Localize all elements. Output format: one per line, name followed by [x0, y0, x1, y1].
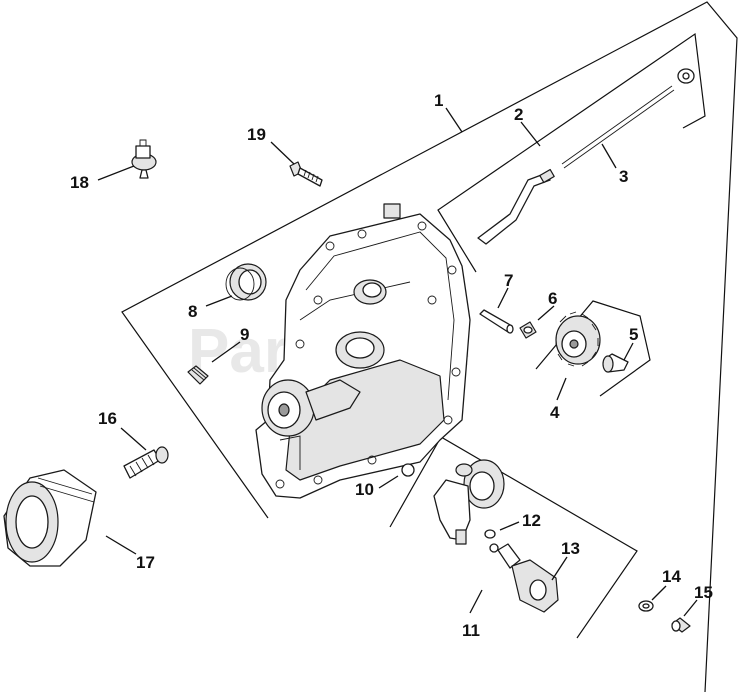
callout-5: 5: [629, 325, 638, 344]
drain-plug: [671, 617, 691, 633]
callout-7: 7: [504, 271, 513, 290]
o-ring-12: [484, 529, 499, 553]
plug-9: [187, 365, 209, 385]
callout-4: 4: [550, 403, 560, 422]
crankcase-cover: [255, 203, 471, 499]
callout-17: 17: [136, 553, 155, 572]
callout-13: 13: [561, 539, 580, 558]
filter-nipple: [123, 446, 169, 479]
oil-pump-group-bracket: [389, 436, 638, 639]
dipstick-tube: [477, 168, 555, 245]
callout-9: 9: [240, 325, 249, 344]
callout-11: 11: [462, 621, 480, 640]
callout-14: 14: [662, 567, 681, 586]
callout-10: 10: [355, 480, 374, 499]
washer-6: [519, 321, 537, 339]
pin-7: [479, 309, 514, 334]
oil-pump: [433, 459, 505, 545]
callout-12: 12: [522, 511, 541, 530]
washer-14: [638, 600, 654, 612]
callout-6: 6: [548, 289, 557, 308]
leader-lines: [97, 107, 698, 617]
governor-gear: [555, 311, 601, 367]
assembly-outline-main: [121, 1, 738, 692]
governor-pin: [602, 353, 629, 373]
callout-15: 15: [694, 583, 713, 602]
oil-seal: [225, 263, 267, 301]
callout-2: 2: [514, 105, 523, 124]
screw-19: [289, 161, 323, 187]
callout-16: 16: [98, 409, 117, 428]
callout-1: 1: [434, 91, 443, 110]
oil-sensor: [497, 543, 559, 613]
dipstick-group-bracket: [437, 32, 706, 273]
callout-19: 19: [247, 125, 266, 144]
pressure-switch-18: [131, 139, 157, 179]
callout-8: 8: [188, 302, 197, 321]
callout-18: 18: [70, 173, 89, 192]
o-ring-10: [401, 463, 415, 477]
callout-3: 3: [619, 167, 628, 186]
dipstick: [561, 68, 695, 169]
callout-labels: 1 2 3 4 5 6 7 8 9 10 11 12 13 14 15 16 1…: [70, 91, 713, 640]
oil-filter: [3, 469, 97, 567]
